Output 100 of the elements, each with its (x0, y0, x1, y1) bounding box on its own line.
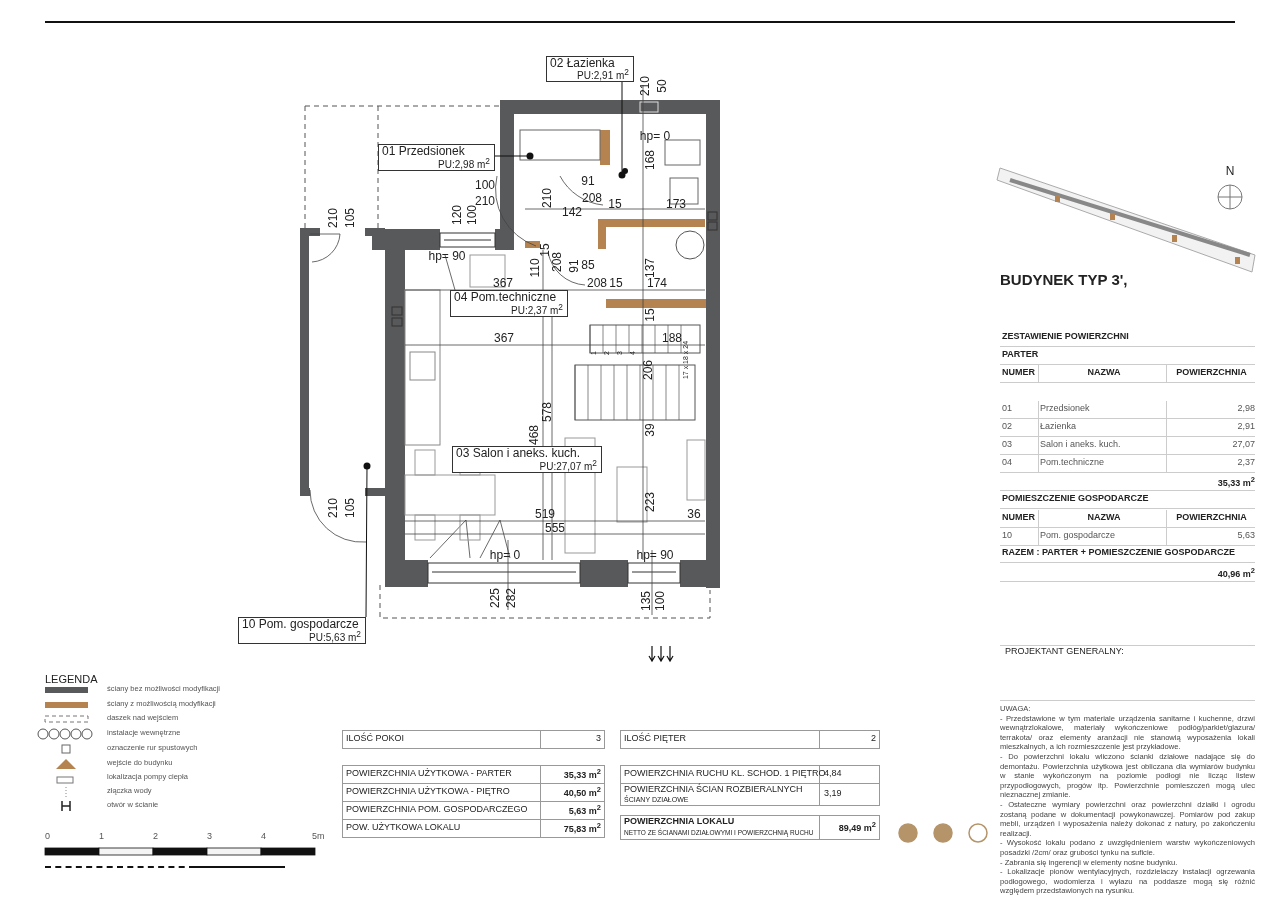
dimension-label: 578 (541, 402, 555, 422)
scale-number: 3 (207, 832, 212, 842)
scale-number: 5m (312, 832, 325, 842)
dimension-label: hp= 0 (489, 549, 521, 563)
stat-value: 35,33 m$^{2}$ (563, 768, 601, 781)
stat-value: 3,19 (824, 789, 842, 799)
building-title: BUDYNEK TYP 3', (1000, 272, 1128, 289)
stat-value: 5,63 m$^{2}$ (568, 804, 601, 817)
dimension-label: 50 (656, 79, 670, 93)
scale-number: 1 (99, 832, 104, 842)
dimension-label: 100 (475, 179, 495, 193)
room-name: Pom. gospodarcze (1040, 531, 1116, 541)
dimension-label: 15 (609, 277, 623, 291)
stat-value: 2 (871, 734, 876, 744)
dimension-label: 110 (529, 258, 543, 278)
room-name: Pom.techniczne (1040, 458, 1105, 468)
area-value: 5,63 (1237, 531, 1255, 541)
stat-label: ILOŚĆ PIĘTER (624, 734, 686, 744)
room-number: 01 (1002, 404, 1012, 414)
dimension-label: 105 (344, 498, 358, 518)
column-header: POWIERZCHNIA (1176, 513, 1247, 523)
column-header: NAZWA (1087, 368, 1121, 378)
designer-heading: PROJEKTANT GENERALNY: (1005, 647, 1124, 657)
area-value: 27,07 (1232, 440, 1255, 450)
dimension-label: 105 (344, 208, 358, 228)
dimension-label: 223 (644, 492, 658, 512)
room-label-box (546, 56, 634, 82)
dimension-label: 188 (662, 332, 682, 346)
dimension-label: 210 (327, 498, 341, 518)
dimension-label: 210 (639, 76, 653, 96)
dimension-label: 208 (587, 277, 607, 291)
dimension-label: 206 (642, 360, 656, 380)
room-label-box (238, 617, 366, 644)
room-number: 10 (1002, 531, 1012, 541)
stat-label: POWIERZCHNIA POM. GOSPODARCZEGO (346, 805, 528, 815)
dimension-label: 142 (562, 206, 582, 220)
stat-label: POWIERZCHNIA UŻYTKOWA - PARTER (346, 769, 512, 779)
room-name: 01 Przedsionek (382, 145, 465, 157)
total-area: 35,33 m$^{2}$ (1217, 476, 1255, 489)
room-name: Przedsionek (1040, 404, 1090, 414)
dimension-label: 208 (551, 252, 565, 272)
legend-heading: LEGENDA (45, 673, 98, 686)
area-label: PU:2,37 m$^{2}$ (511, 302, 563, 316)
table-heading: ZESTAWIENIE POWIERZCHNI (1002, 332, 1129, 342)
room-label-box (378, 144, 495, 171)
room-label-box (452, 446, 602, 473)
stat-value: 89,49 m$^{2}$ (838, 821, 876, 834)
scale-number: 0 (45, 832, 50, 842)
stat-label: ILOŚĆ POKOI (346, 734, 405, 744)
stat-label: POW. UŻYTKOWA LOKALU (346, 823, 461, 833)
dimension-label: 137 (644, 258, 658, 278)
dimension-label: 210 (327, 208, 341, 228)
dimension-label: 15 (608, 198, 622, 212)
room-number: 02 (1002, 422, 1012, 432)
dimension-label: 100 (654, 591, 668, 611)
area-value: 2,37 (1237, 458, 1255, 468)
stat-label: POWIERZCHNIA UŻYTKOWA - PIĘTRO (346, 787, 510, 797)
area-label: PU:2,98 m$^{2}$ (438, 156, 490, 170)
dimension-label: 468 (528, 425, 542, 445)
area-value: 2,98 (1237, 404, 1255, 414)
scale-number: 4 (261, 832, 266, 842)
leader-line (363, 462, 371, 618)
scale-number: 2 (153, 832, 158, 842)
area-label: PU:27,07 m$^{2}$ (539, 458, 597, 472)
room-name: 04 Pom.techniczne (454, 291, 557, 303)
room-number: 04 (1002, 458, 1012, 468)
dimension-label: 91 (568, 259, 582, 273)
dimension-label: 225 (489, 588, 503, 608)
dimension-label: 135 (640, 591, 654, 611)
dimension-label: 367 (494, 332, 514, 346)
leader-line (618, 81, 626, 179)
table-heading: POMIESZCZENIE GOSPODARCZE (1002, 494, 1149, 504)
dimension-label: 367 (493, 277, 513, 291)
area-label: PU:2,91 m$^{2}$ (577, 67, 629, 81)
dimension-label: 174 (647, 277, 667, 291)
column-header: NAZWA (1087, 513, 1121, 523)
dimension-label: 208 (582, 192, 602, 206)
stat-value: 3 (596, 734, 601, 744)
dimension-label: 15 (539, 243, 553, 257)
room-name: 02 Łazienka (550, 57, 615, 69)
area-value: 2,91 (1237, 422, 1255, 432)
dimension-label: 85 (581, 259, 595, 273)
dimension-label: hp= 0 (639, 130, 671, 144)
dimension-label: 519 (535, 508, 555, 522)
column-header: NUMER (1002, 513, 1035, 523)
stat-label: POWIERZCHNIA RUCHU KL. SCHOD. 1 PIĘTRO (624, 769, 826, 779)
dimension-label: 210 (541, 188, 555, 208)
north-label: N (1225, 165, 1235, 179)
room-name: 10 Pom. gospodarcze (242, 618, 359, 630)
dimension-label: 282 (505, 588, 519, 608)
column-header: NUMER (1002, 368, 1035, 378)
leader-line (494, 152, 534, 160)
stat-value: 40,50 m$^{2}$ (563, 786, 601, 799)
dimension-label: 91 (581, 175, 595, 189)
dimension-label: 39 (644, 423, 658, 437)
dimension-label: 173 (666, 198, 686, 212)
dimension-label: 168 (644, 150, 658, 170)
room-name: Łazienka (1040, 422, 1077, 432)
room-number: 03 (1002, 440, 1012, 450)
dimension-label: 120 (451, 205, 465, 225)
